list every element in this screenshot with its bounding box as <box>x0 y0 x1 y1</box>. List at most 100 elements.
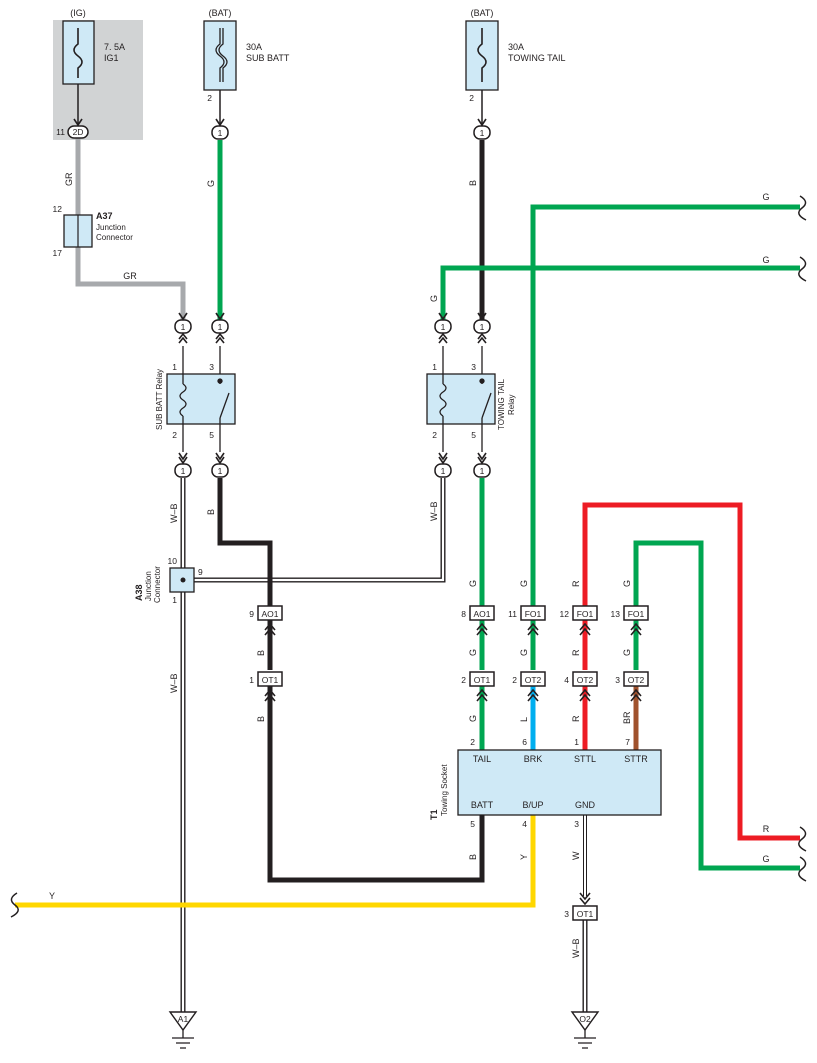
wire-end-y <box>10 892 19 918</box>
svg-text:13: 13 <box>611 609 621 619</box>
terminal-tail-pin: 2 <box>470 737 475 747</box>
relay-sub-batt-pin3: 3 <box>209 362 214 372</box>
svg-text:G: G <box>468 580 478 587</box>
plug-sub-batt-relay-1: 1 <box>174 319 192 334</box>
terminal-brk: BRK <box>524 754 543 764</box>
wire-g-right-top <box>530 204 800 606</box>
connector-chevrons <box>264 622 642 906</box>
svg-text:FO1: FO1 <box>525 609 542 619</box>
svg-text:W: W <box>571 851 581 860</box>
svg-text:12: 12 <box>560 609 570 619</box>
svg-text:1: 1 <box>441 466 446 476</box>
terminal-sttr: STTR <box>624 754 648 764</box>
terminal-sttl: STTL <box>574 754 596 764</box>
svg-text:L: L <box>519 717 529 722</box>
relay-sub-batt <box>166 373 236 425</box>
pin-chevrons <box>73 118 487 465</box>
svg-text:G: G <box>429 295 439 302</box>
plug-sub-batt-fuse: 1 <box>211 125 229 140</box>
svg-text:8: 8 <box>461 609 466 619</box>
svg-text:OT2: OT2 <box>525 675 542 685</box>
svg-text:1: 1 <box>181 322 186 332</box>
svg-text:G: G <box>762 255 769 265</box>
svg-text:B: B <box>256 650 266 656</box>
terminal-sttr-pin: 7 <box>625 737 630 747</box>
fuse-ig1-name: IG1 <box>104 53 119 63</box>
wire-end-r <box>798 826 807 852</box>
svg-text:W–B: W–B <box>571 938 581 958</box>
svg-text:1: 1 <box>480 322 485 332</box>
wire-b-sub-batt-out <box>217 478 273 606</box>
terminal-brk-pin: 6 <box>522 737 527 747</box>
terminal-bup-pin: 4 <box>522 819 527 829</box>
plug-sub-batt-relay-2: 1 <box>174 463 192 478</box>
svg-text:B: B <box>206 509 216 515</box>
svg-text:G: G <box>762 192 769 202</box>
junction-a38-id: A38 <box>134 584 144 601</box>
svg-text:R: R <box>571 649 581 656</box>
junction-a38-name1: Junction <box>144 571 153 601</box>
svg-text:G: G <box>206 180 216 187</box>
towing-socket-name: Towing Socket <box>440 764 449 816</box>
fuse-sub-batt-source: (BAT) <box>209 8 232 18</box>
connector-fo1-a: FO1 11 <box>508 605 546 621</box>
svg-text:1: 1 <box>441 322 446 332</box>
fuse-ig1-source: (IG) <box>70 8 86 18</box>
wire-r <box>582 502 800 841</box>
wire-b-batt <box>267 686 485 883</box>
svg-text:1: 1 <box>218 128 223 138</box>
junction-a37-pin-in: 12 <box>53 204 63 214</box>
plug-towing-tail-relay-1: 1 <box>434 319 452 334</box>
terminal-gnd-pin: 3 <box>574 819 579 829</box>
wire-g-sttr <box>633 540 800 871</box>
plug-towing-tail-fuse: 1 <box>473 125 491 140</box>
svg-text:4: 4 <box>564 675 569 685</box>
svg-text:GR: GR <box>64 172 74 186</box>
connector-ot1-bottom: OT1 3 <box>564 905 598 921</box>
svg-text:G: G <box>519 580 529 587</box>
svg-text:OT1: OT1 <box>577 909 594 919</box>
svg-text:OT1: OT1 <box>474 675 491 685</box>
junction-a38-pin-top: 10 <box>168 556 178 566</box>
fuse-towing-tail-source: (BAT) <box>471 8 494 18</box>
junction-a38-pin-bottom: 1 <box>172 595 177 605</box>
svg-text:AO1: AO1 <box>261 609 278 619</box>
svg-text:G: G <box>622 649 632 656</box>
wire-y <box>15 815 536 908</box>
junction-a38-name2: Connector <box>153 566 162 603</box>
svg-text:BR: BR <box>622 711 632 724</box>
relay-towing-tail-pin3: 3 <box>471 362 476 372</box>
relay-towing-tail-symbol <box>439 346 492 452</box>
svg-text:9: 9 <box>249 609 254 619</box>
connector-fo1-c: FO1 13 <box>611 605 649 621</box>
fuse-towing-tail-symbol <box>477 28 487 82</box>
relay-sub-batt-pin2: 2 <box>172 430 177 440</box>
svg-text:Y: Y <box>49 891 55 901</box>
connector-2d-label: 2D <box>73 127 84 137</box>
svg-text:3: 3 <box>615 675 620 685</box>
connector-ot2-b: OT2 4 <box>564 671 598 687</box>
svg-text:B: B <box>468 854 478 860</box>
junction-a38-pin-right: 9 <box>198 567 203 577</box>
fuse-sub-batt-symbol <box>215 28 228 82</box>
svg-text:GR: GR <box>123 271 137 281</box>
plug-sub-batt-relay-3: 1 <box>211 319 229 334</box>
terminal-tail: TAIL <box>473 754 491 764</box>
wire-end-g-bottom <box>798 856 807 882</box>
connector-fo1-b: FO1 12 <box>560 605 598 621</box>
towing-socket-id: T1 <box>429 809 439 820</box>
relay-sub-batt-name: SUB BATT Relay <box>155 369 164 430</box>
svg-text:Y: Y <box>519 854 529 860</box>
junction-a37-pin-out: 17 <box>53 248 63 258</box>
ground-o2: O2 <box>570 1011 600 1049</box>
svg-text:FO1: FO1 <box>628 609 645 619</box>
terminal-sttl-pin: 1 <box>574 737 579 747</box>
relay-sub-batt-pin1: 1 <box>172 362 177 372</box>
svg-text:G: G <box>519 649 529 656</box>
svg-text:R: R <box>763 824 770 834</box>
wire-end-g-second <box>798 256 807 282</box>
svg-text:FO1: FO1 <box>577 609 594 619</box>
fuse-ig1-rating: 7. 5A <box>104 42 125 52</box>
svg-text:3: 3 <box>564 909 569 919</box>
